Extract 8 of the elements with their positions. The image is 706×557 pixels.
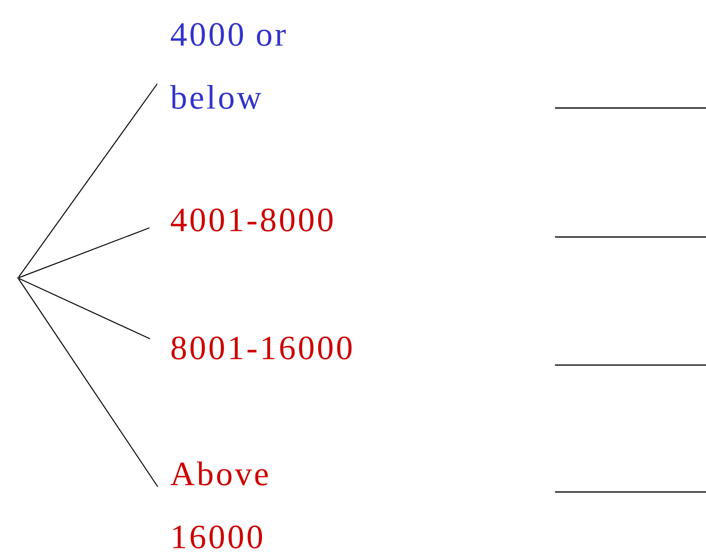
branch-label: Above 16000 <box>170 462 268 548</box>
branch-line <box>18 278 151 340</box>
branch-line <box>18 278 158 488</box>
branch-label: 8001-16000 <box>172 336 352 360</box>
branch-line <box>18 227 150 278</box>
branch-line <box>18 83 158 278</box>
branch-label: 4000 or below <box>170 23 286 109</box>
branch-label: 4001-8000 <box>170 208 332 232</box>
